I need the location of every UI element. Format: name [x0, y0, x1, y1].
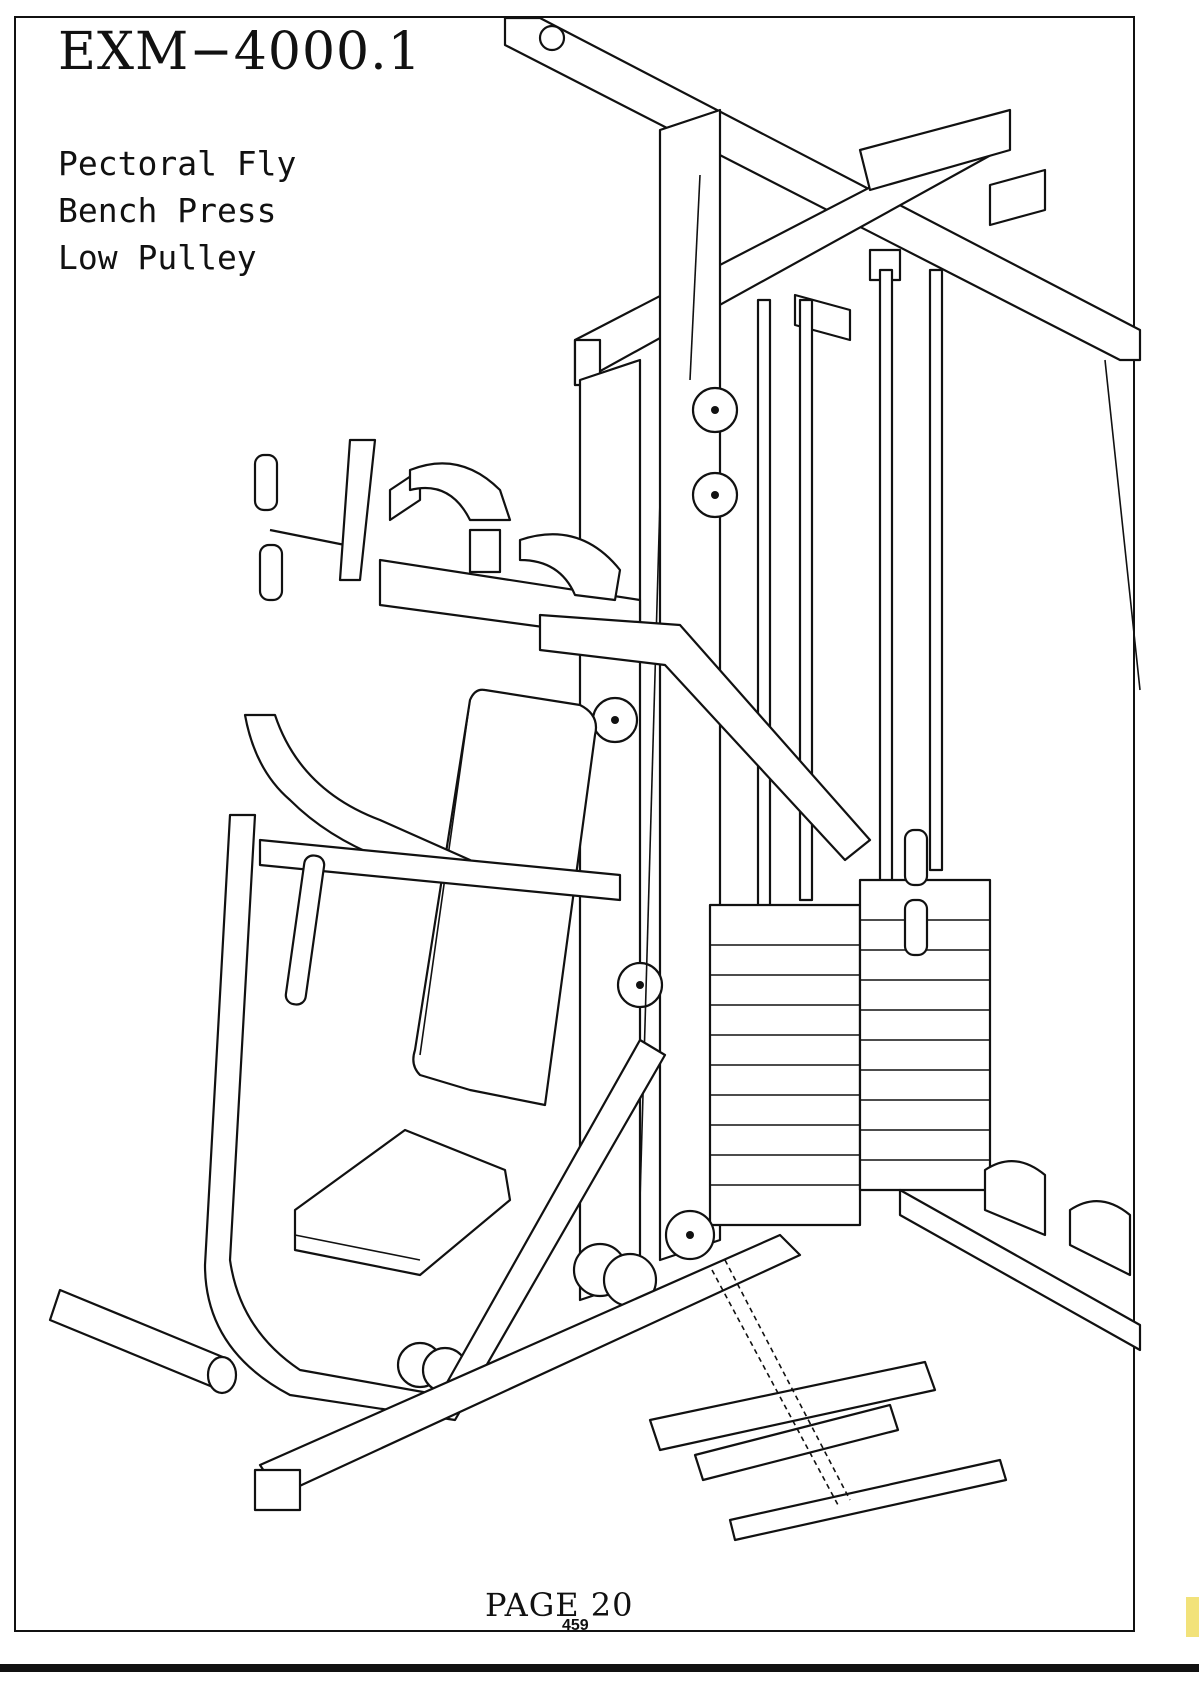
- side-highlight-mark: [1186, 1597, 1199, 1637]
- page-number: 459: [562, 1617, 589, 1635]
- weight-stack-left: [710, 905, 860, 1225]
- bench-seat-pad: [295, 1130, 510, 1275]
- guide-rods: [758, 270, 942, 910]
- low-pulley-bars: [650, 1260, 1006, 1540]
- page-label: PAGE 20: [485, 1586, 634, 1624]
- bottom-rule: [0, 1664, 1199, 1672]
- bench-back-pad: [413, 690, 596, 1105]
